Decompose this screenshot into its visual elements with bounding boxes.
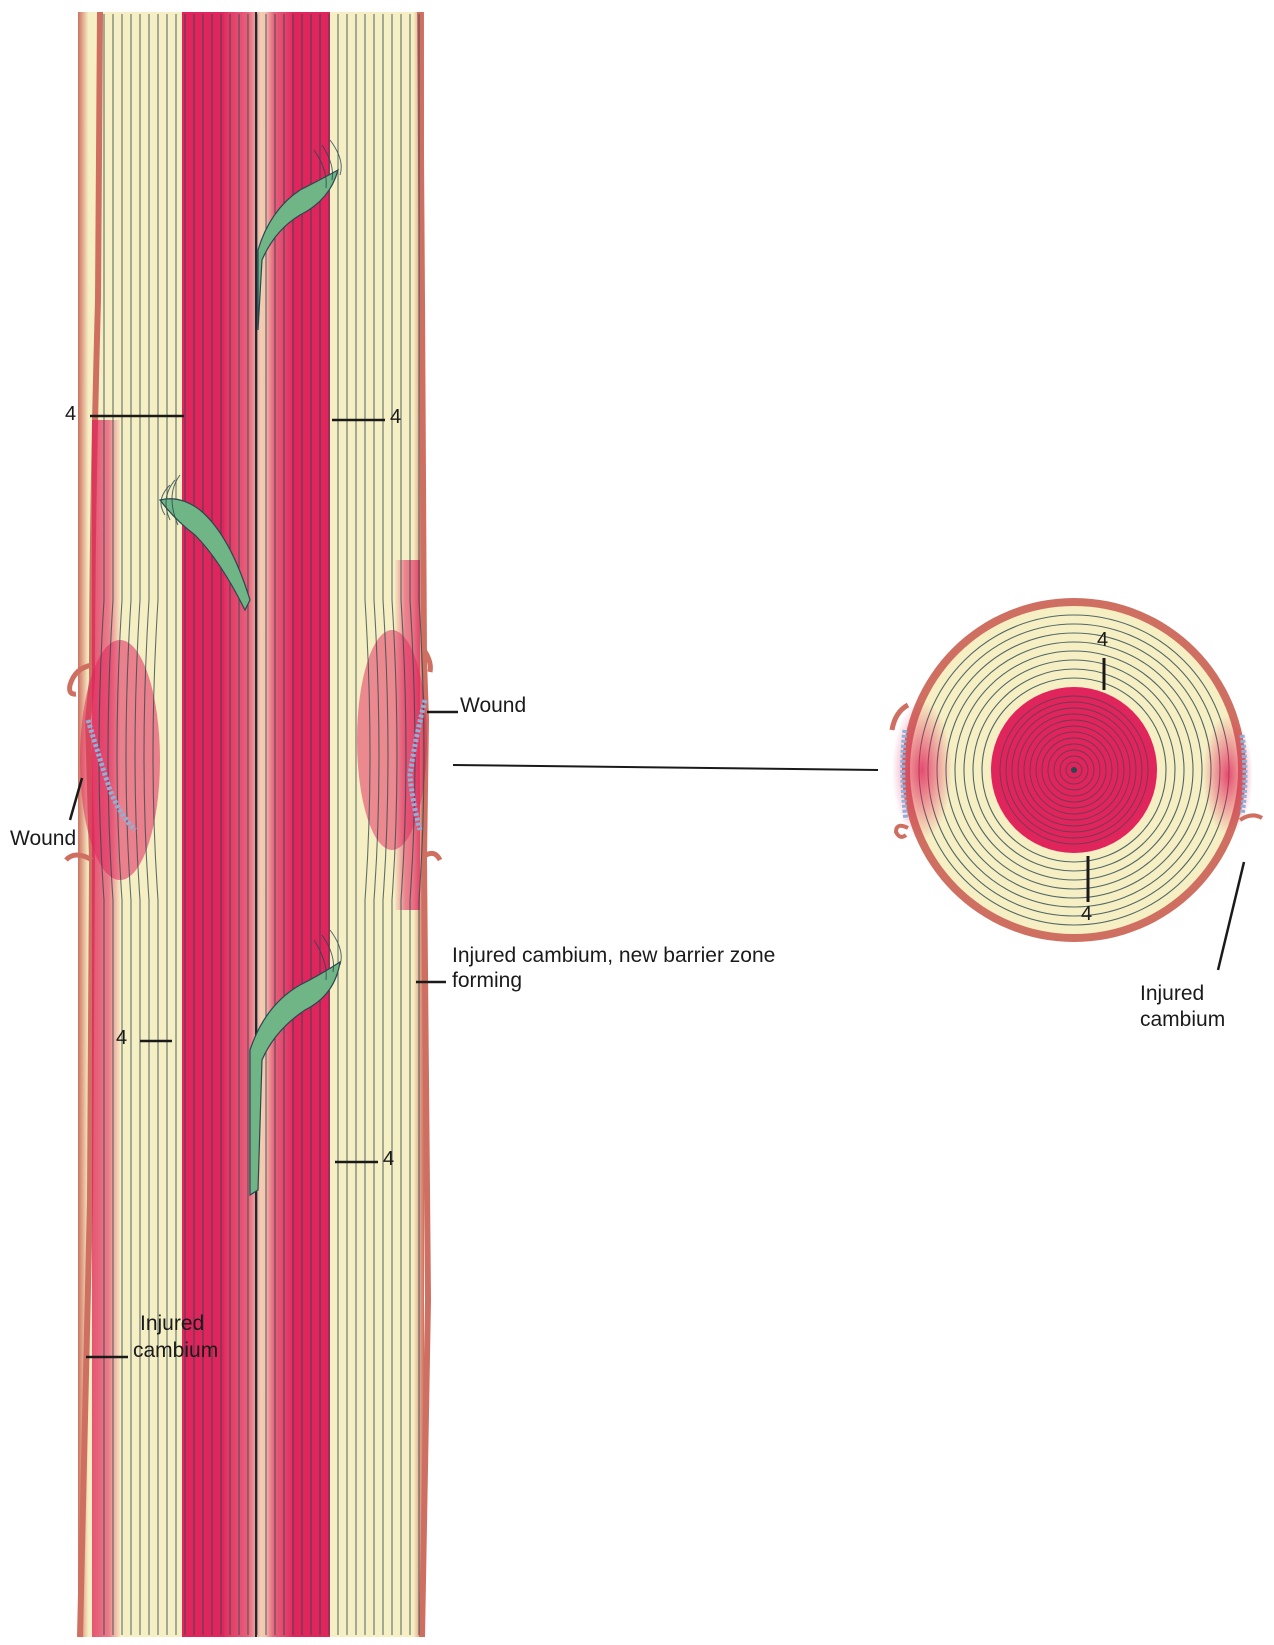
connector-line xyxy=(453,765,878,770)
bark-flap-right-bottom xyxy=(426,853,440,860)
label-4-lower-right: 4 xyxy=(383,1148,394,1170)
disc-pith xyxy=(1071,767,1077,773)
disc-bark-flap-right xyxy=(1240,815,1262,820)
disc-label-4-bottom: 4 xyxy=(1081,903,1092,925)
disc-bark-flap-left-curl xyxy=(896,826,908,837)
wound-redspread-left xyxy=(80,640,160,880)
label-cambium: cambium xyxy=(133,1339,218,1362)
label-injured-barrier-line1: Injured cambium, new barrier zone xyxy=(452,944,775,967)
label-wound-right: Wound xyxy=(460,694,526,717)
cross-section-disc: 4 4 Injured cambium xyxy=(892,598,1262,1031)
disc-label-cambium: cambium xyxy=(1140,1008,1225,1031)
label-4-upper-left: 4 xyxy=(65,403,76,425)
disc-label-injured: Injured xyxy=(1140,982,1204,1005)
longitudinal-stem-section xyxy=(66,12,440,1637)
label-4-lower-left: 4 xyxy=(116,1027,127,1049)
disc-label-4-top: 4 xyxy=(1097,629,1108,651)
label-4-upper-right: 4 xyxy=(390,406,401,428)
disc-leader-injured-cambium xyxy=(1218,862,1244,970)
label-wound-left: Wound xyxy=(10,827,76,850)
label-injured-barrier-line2: forming xyxy=(452,969,522,992)
label-injured: Injured xyxy=(140,1312,204,1335)
